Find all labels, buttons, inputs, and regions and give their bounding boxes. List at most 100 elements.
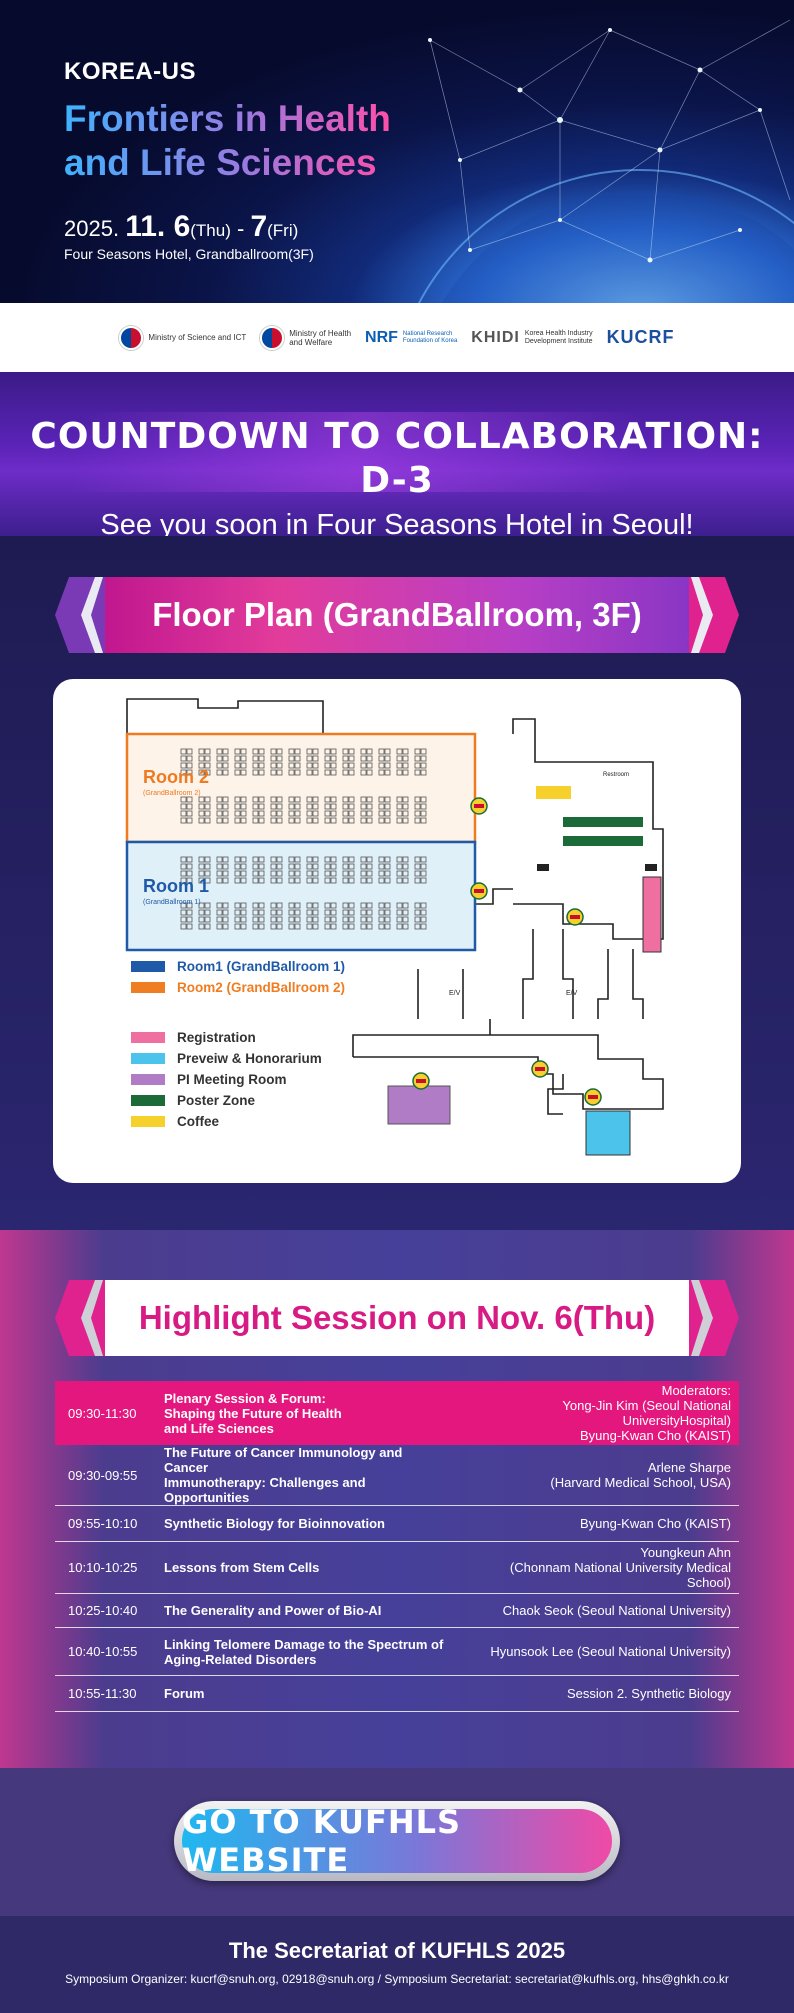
- seat: [420, 902, 427, 909]
- logo-kucrf[interactable]: KUCRF: [607, 328, 675, 346]
- room2-area[interactable]: [125, 732, 477, 844]
- seat: [414, 863, 421, 870]
- logo-nrf-line1: National Research: [402, 330, 453, 337]
- seat: [414, 755, 421, 762]
- seat: [366, 902, 373, 909]
- seat: [312, 877, 319, 884]
- seat: [186, 902, 193, 909]
- seat: [294, 803, 301, 810]
- date-separator: -: [230, 216, 251, 241]
- korea-seal-icon: [260, 325, 285, 350]
- registration-desk[interactable]: [642, 876, 662, 953]
- seat: [258, 769, 265, 776]
- seat: [234, 909, 241, 916]
- seat: [294, 923, 301, 930]
- seat: [420, 916, 427, 923]
- seat: [204, 762, 211, 769]
- seat: [342, 748, 349, 755]
- seat: [348, 856, 355, 863]
- event-venue: Four Seasons Hotel, Grandballroom(3F): [64, 246, 314, 262]
- ribbon-right-tail: [679, 577, 739, 653]
- logo-msit[interactable]: Ministry of Science and ICT: [119, 325, 246, 350]
- seat: [180, 748, 187, 755]
- seat: [378, 803, 385, 810]
- seat: [216, 796, 223, 803]
- session-speaker: Hyunsook Lee (Seoul National University): [456, 1627, 739, 1676]
- room1-area[interactable]: [125, 840, 477, 952]
- ribbon-left-tail: [55, 577, 115, 653]
- seat: [216, 863, 223, 870]
- seat: [414, 856, 421, 863]
- pi-meeting-room[interactable]: [387, 1085, 451, 1125]
- coffee-zone[interactable]: [536, 786, 571, 799]
- seat: [222, 856, 229, 863]
- seat: [180, 755, 187, 762]
- website-button[interactable]: GO TO KUFHLS WEBSITE: [174, 1801, 620, 1881]
- seat: [276, 863, 283, 870]
- seat: [258, 877, 265, 884]
- seat: [342, 909, 349, 916]
- poster-zone-b[interactable]: [563, 836, 643, 846]
- seat: [234, 803, 241, 810]
- seat: [378, 769, 385, 776]
- seat: [258, 748, 265, 755]
- seat: [414, 902, 421, 909]
- seat: [306, 870, 313, 877]
- seat: [342, 755, 349, 762]
- seat: [216, 810, 223, 817]
- countdown-subtitle: See you soon in Four Seasons Hotel in Se…: [100, 509, 694, 536]
- seat: [384, 916, 391, 923]
- seat: [342, 870, 349, 877]
- seat: [270, 916, 277, 923]
- legend-room2: Room2 (GrandBallroom 2): [131, 977, 345, 998]
- seat: [252, 877, 259, 884]
- seat: [384, 755, 391, 762]
- seat: [366, 916, 373, 923]
- seat: [288, 748, 295, 755]
- seat: [414, 796, 421, 803]
- ribbon-left-tail: [55, 1280, 115, 1356]
- seat: [348, 909, 355, 916]
- seat: [360, 877, 367, 884]
- seat: [420, 817, 427, 824]
- seat: [234, 769, 241, 776]
- seat: [330, 909, 337, 916]
- seating-grid: [180, 748, 427, 930]
- preview-honorarium-room[interactable]: [585, 1110, 631, 1156]
- seat: [258, 916, 265, 923]
- countdown-headline: COUNTDOWN TO COLLABORATION: D-3: [30, 416, 764, 501]
- seat: [342, 762, 349, 769]
- coffee-swatch: [131, 1116, 165, 1127]
- footer-contacts: Symposium Organizer: kucrf@snuh.org, 029…: [65, 1972, 729, 1986]
- seat: [312, 856, 319, 863]
- seat: [384, 769, 391, 776]
- seat: [402, 803, 409, 810]
- website-button-label[interactable]: GO TO KUFHLS WEBSITE: [182, 1803, 612, 1879]
- seat: [222, 923, 229, 930]
- hero-banner: KOREA-US Frontiers in Health and Life Sc…: [0, 0, 794, 303]
- ribbon-right-tail: [679, 1280, 739, 1356]
- seat: [276, 902, 283, 909]
- registration-swatch: [131, 1032, 165, 1043]
- session-time: 10:55-11:30: [55, 1675, 156, 1712]
- seat: [258, 762, 265, 769]
- poster-zone-a[interactable]: [563, 817, 643, 827]
- seat: [276, 796, 283, 803]
- seat: [342, 796, 349, 803]
- ev-label-right: E/V: [566, 990, 578, 997]
- seat: [402, 923, 409, 930]
- seat: [180, 902, 187, 909]
- seat: [216, 748, 223, 755]
- seat: [252, 902, 259, 909]
- seat: [252, 916, 259, 923]
- seat: [276, 856, 283, 863]
- seat: [294, 902, 301, 909]
- session-title: Forum: [156, 1675, 456, 1712]
- seat: [288, 755, 295, 762]
- seat: [234, 810, 241, 817]
- seat: [252, 769, 259, 776]
- seat: [234, 870, 241, 877]
